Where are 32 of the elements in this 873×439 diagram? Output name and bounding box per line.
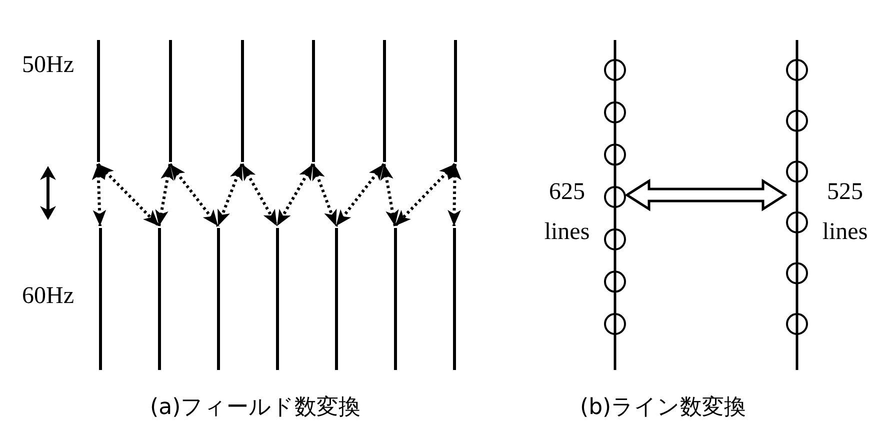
- dotted-arrow: [312, 163, 338, 227]
- dotted-arrow: [92, 164, 106, 226]
- vertical-line: [168, 40, 172, 162]
- line-count-label: 525 lines: [821, 178, 869, 247]
- vertical-line: [394, 228, 396, 370]
- caption: (a)フィールド数変換: [150, 394, 361, 422]
- dotted-arrow: [240, 163, 278, 227]
- dotted-arrow: [155, 164, 174, 226]
- dotted-arrow: [168, 163, 220, 227]
- vertical-line: [96, 40, 100, 162]
- line-count-label: 625 lines: [543, 178, 591, 247]
- vertical-line: [216, 228, 220, 370]
- vertical-line: [382, 40, 386, 162]
- dotted-arrow: [216, 163, 244, 227]
- dotted-arrow: [394, 162, 456, 228]
- caption: (b)ライン数変換: [580, 394, 746, 422]
- vertical-line: [158, 228, 160, 370]
- frequency-label: 60Hz: [22, 283, 74, 310]
- dotted-arrow: [334, 163, 386, 227]
- vertical-line: [334, 228, 338, 370]
- vertical-line: [240, 40, 244, 162]
- vertical-line: [276, 228, 278, 370]
- dotted-arrow: [276, 163, 314, 227]
- dotted-arrow: [96, 162, 160, 228]
- vertical-line: [312, 40, 314, 162]
- dotted-arrow: [448, 164, 462, 226]
- vertical-line: [454, 40, 456, 162]
- frequency-label: 50Hz: [22, 52, 74, 79]
- vertical-line: [452, 228, 456, 370]
- vertical-line: [98, 228, 102, 370]
- dotted-arrow: [380, 164, 399, 226]
- hollow-double-arrow: [624, 178, 788, 212]
